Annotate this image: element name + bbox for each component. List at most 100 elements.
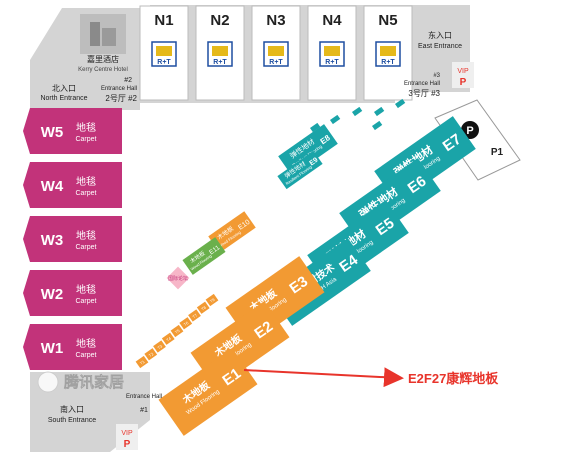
hall-w2[interactable]: W2 地毯 Carpet (23, 270, 122, 316)
entrance-hall-1[interactable]: Entrance Hall #1 (126, 394, 162, 414)
corridor-stall[interactable]: T2 (144, 348, 158, 361)
watermark-text: 腾讯家居 (63, 373, 124, 391)
corridor-stall-box (205, 293, 219, 307)
corridor-stall-box (188, 309, 201, 322)
vip-top-p: P (460, 77, 467, 88)
hall-w5[interactable]: W5 地毯 Carpet (23, 108, 122, 154)
hall-w1-cn: 地毯 (76, 337, 96, 350)
hall-w2-cn: 地毯 (76, 283, 96, 296)
kerry-hotel: 嘉里酒店 Kerry Centre Hotel (78, 14, 128, 73)
corridor-stall-label: T3 (156, 343, 163, 350)
corridor-stall[interactable]: T5 (170, 324, 184, 338)
hall-n1[interactable]: N1 R+T (139, 5, 189, 101)
hall-w5-cn: 地毯 (76, 121, 96, 134)
kerry-en: Kerry Centre Hotel (78, 67, 128, 73)
corridor-stall[interactable]: T6 (179, 317, 193, 330)
hall-n3-label: N3 (266, 12, 285, 29)
corridor-stall[interactable]: T3 (153, 340, 166, 353)
hall-n4[interactable]: N4 R+T (307, 5, 357, 101)
hall-w2-en: Carpet (75, 298, 96, 305)
hall-n3-logo: R+T (269, 59, 283, 66)
corridor-stall-label: T8 (200, 304, 207, 311)
hall-e10[interactable]: 木地板 Wood Flooring E10 (208, 211, 256, 253)
east-entrance-cn: 东入口 (428, 30, 452, 40)
hall-n1-label: N1 (154, 12, 173, 29)
east-entrance-en: East Entrance (418, 43, 462, 50)
hall-w3[interactable]: W3 地毯 Carpet (23, 216, 122, 262)
west-halls: W5 地毯 Carpet W4 地毯 Carpet W3 地毯 Carpet W… (23, 108, 122, 370)
hall-n5[interactable]: N5 R+T (363, 5, 413, 101)
hall-w4-en: Carpet (75, 190, 96, 197)
callout-arrow (243, 367, 404, 388)
east-entrance[interactable]: 东入口 East Entrance (418, 30, 462, 50)
hall-n1-logo: R+T (157, 59, 171, 66)
corridor-stall[interactable]: T7 (188, 309, 201, 322)
corridor-stall-box (170, 324, 184, 338)
entrance-hall-3-cn: 3号厅 #3 (408, 89, 440, 98)
south-entrance-cn: 南入口 (60, 404, 84, 414)
corridor-stall[interactable]: T8 (196, 301, 210, 314)
corridor-stall-box (135, 355, 149, 369)
entrance-hall-2-en: Entrance Hall (101, 86, 137, 92)
corridor-stall-label: T9 (209, 297, 216, 304)
corridor-stall-box (179, 317, 193, 330)
p1-label: P1 (491, 147, 504, 158)
entrance-hall-3-en: Entrance Hall (404, 81, 440, 87)
building-icon (90, 22, 100, 46)
hall-n5-logo: R+T (381, 59, 395, 66)
forum-marker[interactable]: 国际论坛 (166, 266, 190, 290)
hall-n4-logo: R+T (325, 59, 339, 66)
corridor-stall[interactable]: T9 (205, 293, 219, 307)
hall-w2-label: W2 (41, 286, 64, 303)
corridor-stall-box (161, 332, 175, 345)
south-entrance-en: South Entrance (48, 417, 96, 424)
hall-w1-label: W1 (41, 340, 64, 357)
hall-w1-en: Carpet (75, 352, 96, 359)
hall-e9-label: E9 (308, 157, 319, 168)
hall-w3-label: W3 (41, 232, 64, 249)
corridor-stall-box (196, 301, 210, 314)
vip-parking-bottom[interactable]: VIP P (116, 424, 138, 450)
north-entrance[interactable]: 北入口 North Entrance (40, 84, 87, 102)
entrance-hall-2-num: #2 (124, 77, 132, 84)
hall-n2[interactable]: N2 R+T (195, 5, 245, 101)
corridor-stall[interactable]: T4 (161, 332, 175, 345)
hall-w5-label: W5 (41, 124, 64, 141)
corridor-stall-label: T1 (139, 359, 146, 366)
entrance-hall-2[interactable]: #2 Entrance Hall 2号厅 #2 (101, 77, 138, 103)
corridor-stall-box (153, 340, 166, 353)
hall-e9[interactable]: 弹性地材 Resilient Flooring E9 (277, 150, 323, 190)
hall-w3-cn: 地毯 (76, 229, 96, 242)
hall-n3[interactable]: N3 R+T (251, 5, 301, 101)
hall-w3-en: Carpet (75, 244, 96, 251)
east-mini-stalls (310, 98, 406, 133)
corridor-stall-label: T7 (191, 312, 198, 319)
hall-w4-label: W4 (41, 178, 64, 195)
hall-w4-cn: 地毯 (76, 175, 96, 188)
corridor-stall[interactable]: T1 (135, 355, 149, 369)
forum-label: 国际论坛 (168, 275, 188, 282)
corridor-stall-label: T5 (174, 328, 181, 335)
north-halls: N1 R+T N2 R+T N3 R+T N4 R+T (139, 5, 413, 101)
hall-n4-label: N4 (322, 12, 342, 29)
corridor-stall-box (144, 348, 158, 361)
hall-e11[interactable]: 木地板 Wood Flooring E11 (182, 237, 226, 275)
corridor-stall-label: T2 (148, 351, 155, 358)
hall-w1[interactable]: W1 地毯 Carpet (23, 324, 122, 370)
vip-parking-top[interactable]: VIP P (452, 62, 474, 88)
hall-n2-logo: R+T (213, 59, 227, 66)
north-entrance-en: North Entrance (40, 95, 87, 102)
hall-n5-label: N5 (378, 12, 397, 29)
corridor-stall-label: T6 (183, 320, 190, 327)
entrance-hall-1-en: Entrance Hall (126, 394, 162, 400)
north-entrance-cn: 北入口 (52, 84, 76, 93)
watermark: 腾讯家居 (37, 371, 124, 393)
parking-p1[interactable]: P P1 (434, 99, 521, 181)
south-entrance[interactable]: 南入口 South Entrance (48, 404, 96, 424)
hall-e1[interactable]: 木地板 Wood Flooring E1 (158, 348, 258, 436)
entrance-hall-3[interactable]: #3 Entrance Hall 3号厅 #3 (404, 73, 441, 98)
corridor-stall-label: T4 (165, 335, 172, 342)
hall-w4[interactable]: W4 地毯 Carpet (23, 162, 122, 208)
